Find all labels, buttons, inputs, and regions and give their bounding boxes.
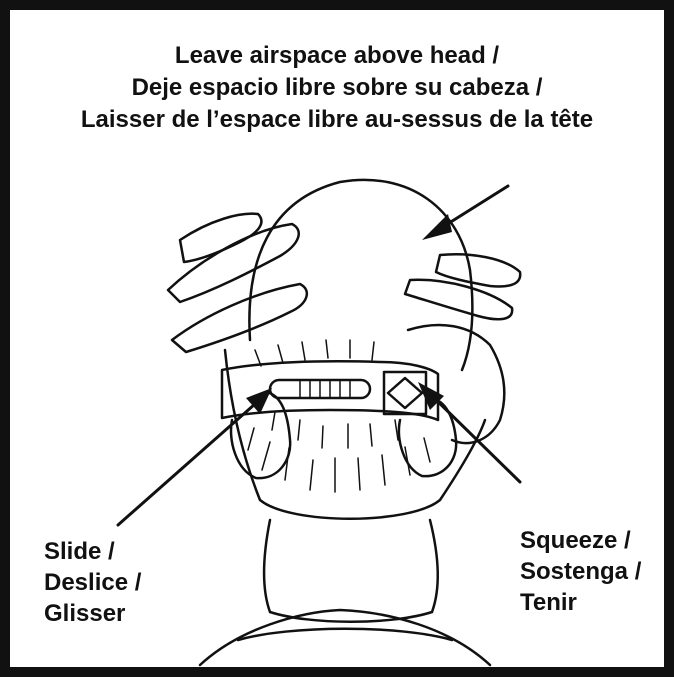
right-palm	[408, 325, 504, 443]
collar	[238, 629, 452, 640]
squeeze-label: Squeeze / Sostenga / Tenir	[520, 525, 641, 618]
adjuster-ticks	[300, 380, 350, 398]
neck-left	[264, 520, 270, 612]
squeeze-label-french: Tenir	[520, 587, 641, 618]
airspace-arrowhead	[422, 214, 452, 240]
squeeze-arrow	[426, 390, 520, 482]
neck-right	[430, 520, 438, 612]
head-outline	[249, 180, 472, 370]
squeeze-label-english: Squeeze /	[520, 525, 641, 556]
slide-label-spanish: Deslice /	[44, 567, 141, 598]
squeeze-dial	[384, 372, 426, 414]
slide-label: Slide / Deslice / Glisser	[44, 536, 141, 629]
hair	[225, 350, 485, 519]
squeeze-label-spanish: Sostenga /	[520, 556, 641, 587]
slide-label-french: Glisser	[44, 598, 141, 629]
slide-label-english: Slide /	[44, 536, 141, 567]
slide-arrow	[118, 396, 264, 525]
left-finger-3	[172, 284, 307, 352]
